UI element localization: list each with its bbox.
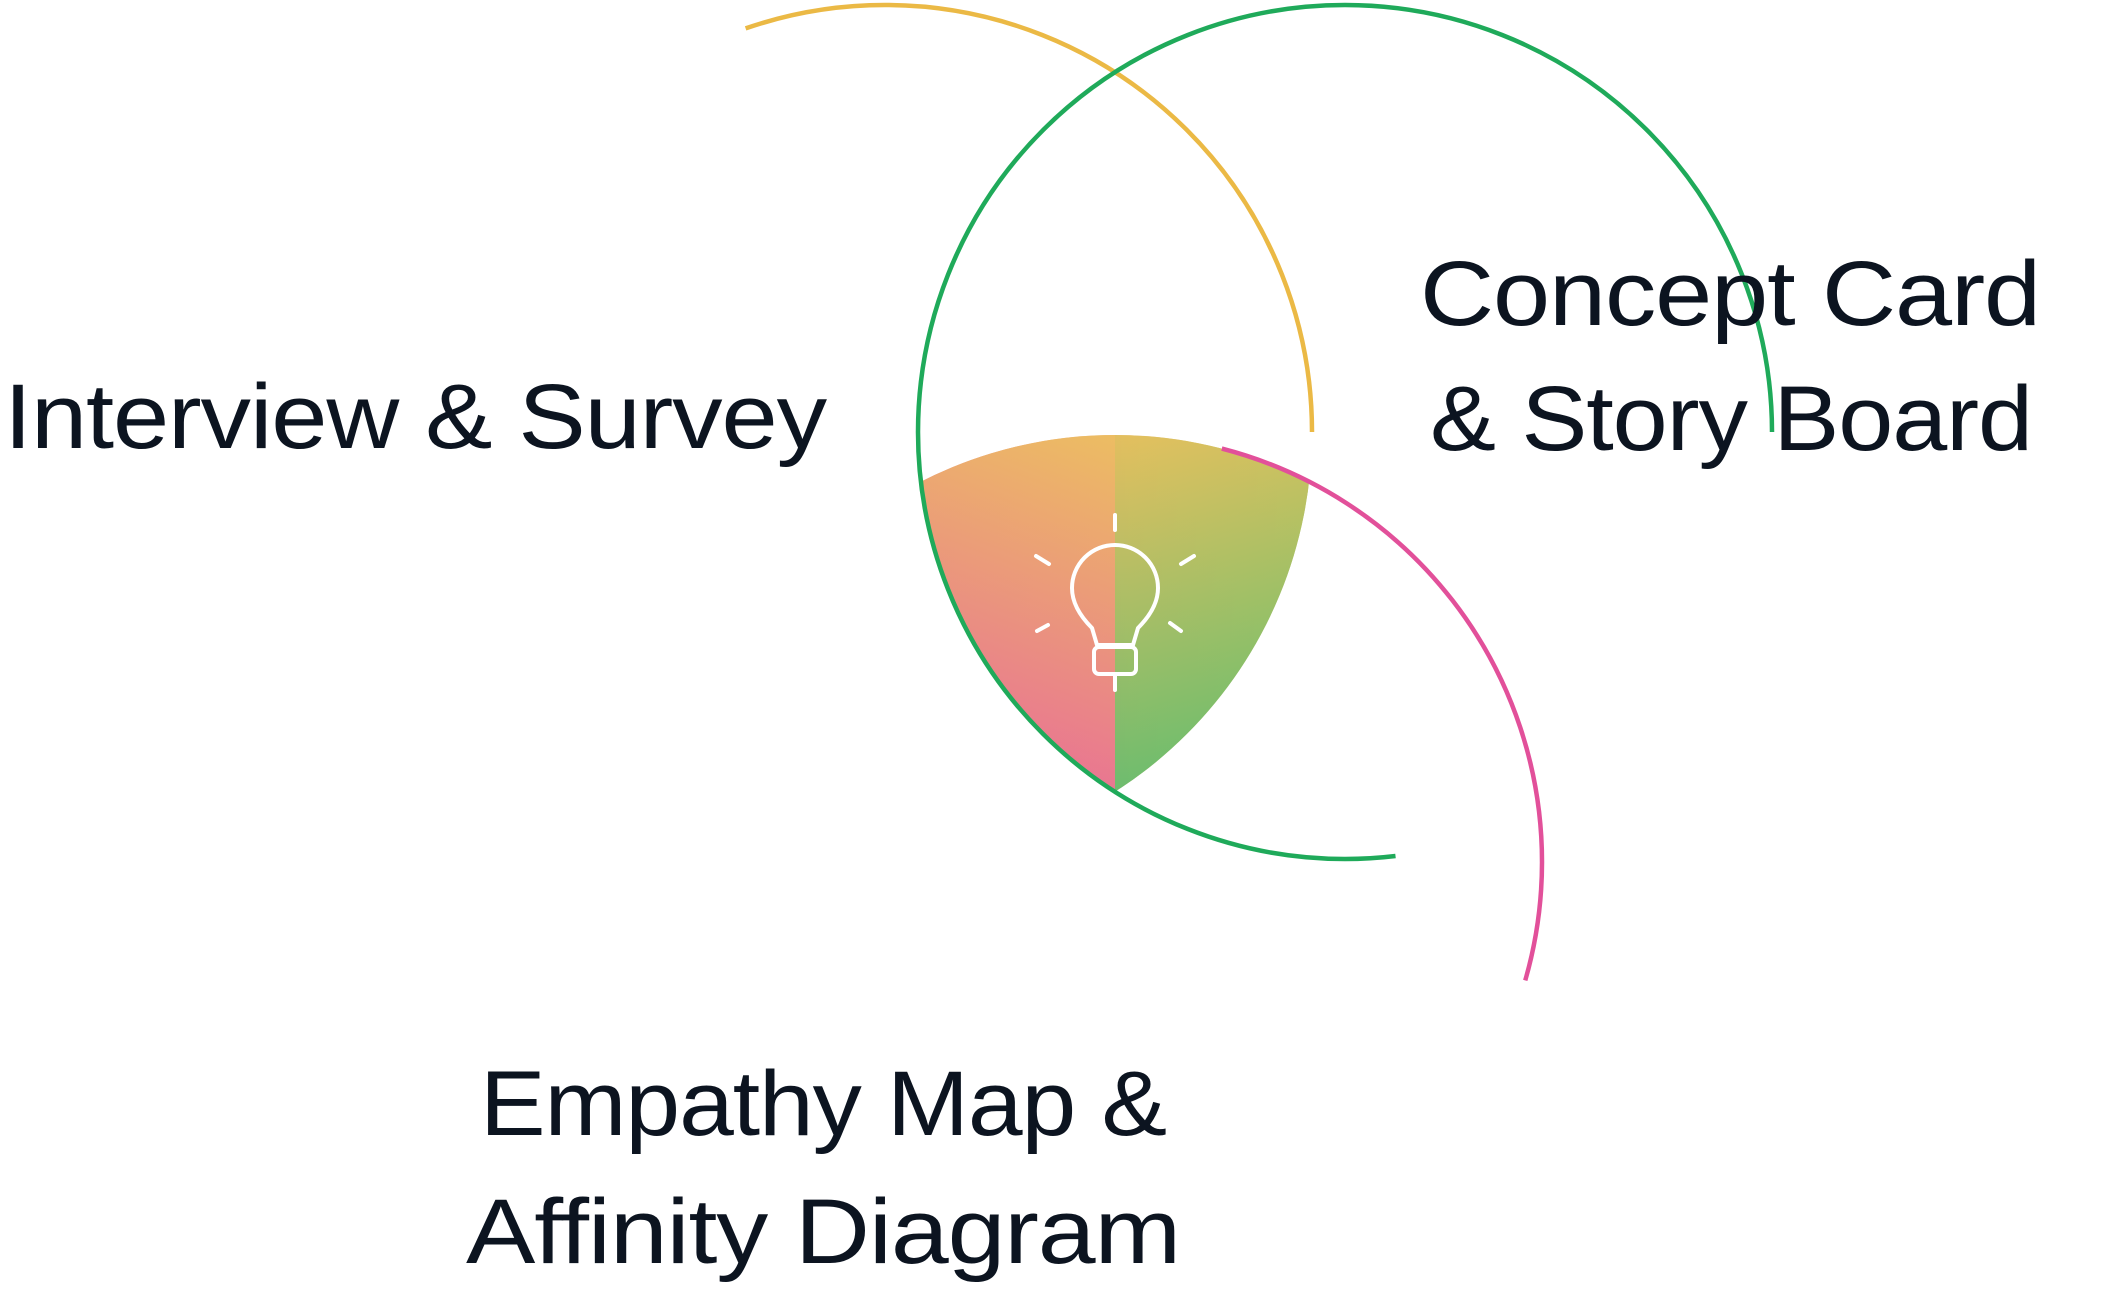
label-concept-card: Concept Card (1420, 243, 2040, 345)
intersection-region (918, 435, 1312, 800)
label-affinity-diagram: Affinity Diagram (466, 1181, 1180, 1283)
label-empathy-map: Empathy Map & (480, 1053, 1166, 1155)
empathy-circle (685, 432, 1545, 1292)
concept-circle (915, 2, 1775, 862)
interview-circle (455, 2, 1315, 862)
label-interview-survey: Interview & Survey (4, 366, 827, 468)
label-story-board: & Story Board (1430, 368, 2032, 470)
lightbulb-icon (1034, 513, 1196, 692)
